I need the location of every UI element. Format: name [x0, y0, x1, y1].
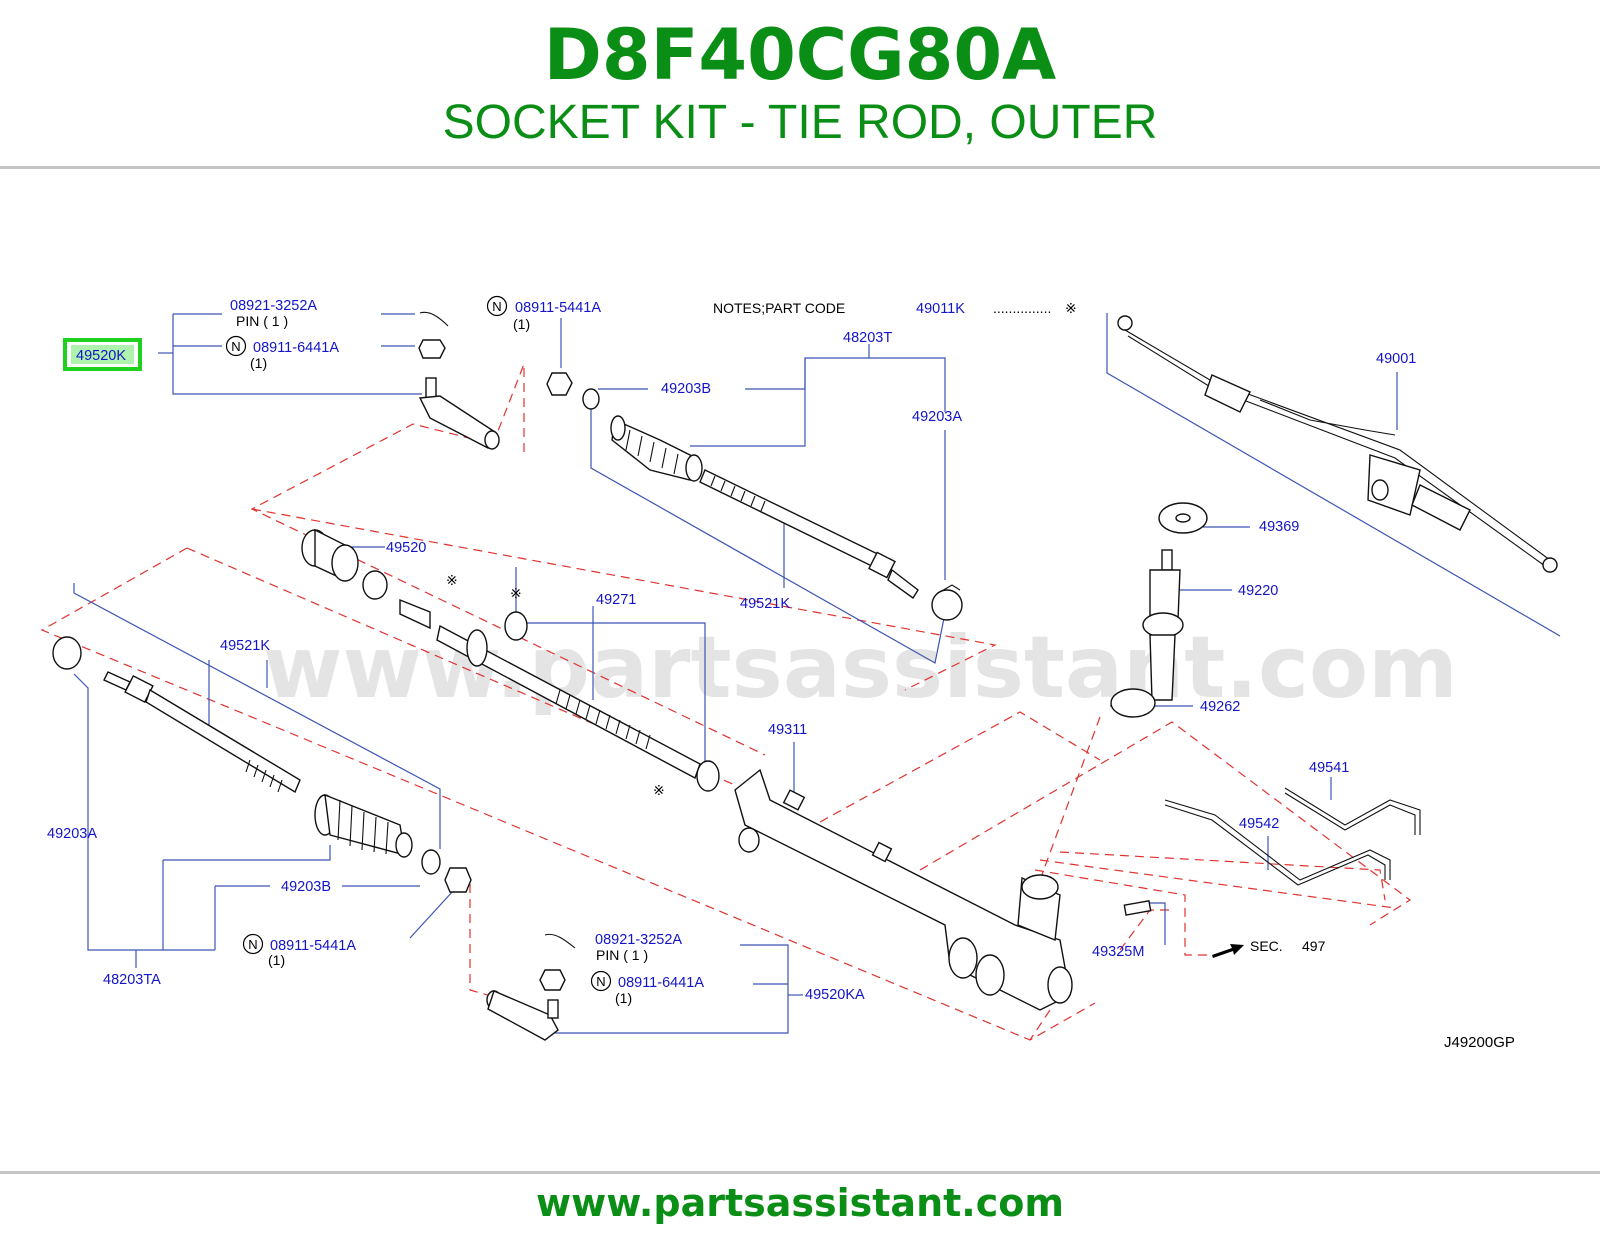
sec-arrow-icon [1212, 944, 1244, 958]
part-title: SOCKET KIT - TIE ROD, OUTER [442, 96, 1158, 149]
label-49520[interactable]: 49520 [386, 540, 426, 556]
label-49521K-top[interactable]: 49521K [740, 596, 790, 612]
label-49203A-left[interactable]: 49203A [47, 826, 97, 842]
notes-text: NOTES;PART CODE [713, 300, 845, 316]
label-48203TA[interactable]: 48203TA [103, 972, 161, 988]
nut-6441-bottom [539, 969, 566, 991]
label-49203B-bottom[interactable]: 49203B [281, 879, 331, 895]
highlight-box [63, 338, 142, 371]
label-qty-5441-top: (1) [513, 316, 530, 332]
notes-code[interactable]: 49011K [916, 301, 965, 317]
label-49203A-top[interactable]: 49203A [912, 409, 962, 425]
label-49520KA[interactable]: 49520KA [805, 987, 865, 1003]
n-circle-icon [225, 335, 247, 357]
label-49541[interactable]: 49541 [1309, 760, 1349, 776]
n-symbol-text: N [596, 974, 605, 989]
label-49520K[interactable]: 49520K [76, 348, 126, 364]
n-circle-icon [242, 933, 264, 955]
label-49203B-top[interactable]: 49203B [661, 381, 711, 397]
oring-49262 [1110, 688, 1156, 718]
label-08911-5441A-top[interactable]: 08911-5441A [515, 300, 601, 316]
label-49325M[interactable]: 49325M [1092, 944, 1144, 960]
watermark: www.partsassistant.com [263, 618, 1458, 718]
notes-mark: ※ [1065, 300, 1077, 316]
label-qty-6441-bottom: (1) [615, 990, 632, 1006]
clamp-49203A-top [931, 589, 963, 621]
pipe-49541 [1284, 787, 1421, 835]
n-circle-icon [486, 295, 508, 317]
n-symbols: N N N N [225, 295, 612, 992]
tie-rod-end-top [418, 377, 500, 450]
clip-49311 [782, 789, 806, 811]
nut-5441-bottom [444, 867, 472, 893]
nut-top [418, 339, 446, 359]
callout-labels: 08921-3252A PIN ( 1 ) 08911-6441A (1) 08… [47, 298, 1515, 1051]
nut-5441-top [546, 372, 573, 396]
rack-housing [734, 768, 1073, 1011]
footer-url[interactable]: www.partsassistant.com [536, 1181, 1064, 1225]
label-08911-6441A-bottom[interactable]: 08911-6441A [618, 975, 704, 991]
fitting-49325M [1123, 900, 1152, 916]
part-drawings [52, 311, 1558, 1041]
boot-48203TA [314, 793, 413, 858]
label-49271[interactable]: 49271 [596, 592, 636, 608]
inner-tie-rod-top [699, 469, 919, 600]
label-49542[interactable]: 49542 [1239, 816, 1279, 832]
label-pin-top: PIN ( 1 ) [236, 313, 288, 329]
inner-tie-rod-left [103, 671, 301, 794]
cotter-pin-bottom [544, 933, 576, 949]
leader-lines [73, 313, 1561, 1034]
n-symbol-text: N [492, 299, 501, 314]
header-divider [0, 166, 1600, 169]
clamp-49203B-top [582, 388, 600, 410]
pipe-49542 [1164, 799, 1391, 881]
cotter-pin-top [419, 311, 449, 327]
label-08911-5441A-bottom[interactable]: 08911-5441A [270, 938, 356, 954]
n-symbol-text: N [231, 339, 240, 354]
label-49220[interactable]: 49220 [1238, 583, 1278, 599]
label-49001[interactable]: 49001 [1376, 351, 1416, 367]
steering-gear-49001 [1117, 315, 1558, 573]
rack-49271 [399, 598, 701, 780]
label-49311[interactable]: 49311 [768, 722, 807, 738]
label-49521K-left[interactable]: 49521K [220, 638, 270, 654]
pinion-49220 [1142, 549, 1184, 701]
label-pin-bottom: PIN ( 1 ) [596, 947, 648, 963]
mark-ring-left: ※ [446, 572, 458, 588]
label-08911-6441A-top[interactable]: 08911-6441A [253, 340, 339, 356]
label-48203T[interactable]: 48203T [843, 330, 892, 346]
label-qty-6441-top: (1) [250, 355, 267, 371]
part-number: D8F40CG80A [543, 14, 1057, 96]
label-08921-3252A-top[interactable]: 08921-3252A [230, 298, 317, 314]
boot-48203T [610, 415, 703, 482]
label-qty-5441-bottom: (1) [268, 952, 285, 968]
mark-ring-right: ※ [653, 782, 665, 798]
notes-dots: ............... [993, 300, 1051, 316]
highlight-fill [71, 345, 134, 364]
ring-mid [504, 611, 528, 641]
page-header: D8F40CG80A SOCKET KIT - TIE ROD, OUTER [0, 0, 1600, 168]
ring-left [362, 570, 388, 600]
label-sec: SEC. [1250, 938, 1283, 954]
diagram-code: J49200GP [1444, 1034, 1515, 1051]
ring-right [696, 760, 720, 792]
bushing-49520 [301, 528, 359, 582]
label-49262[interactable]: 49262 [1200, 699, 1240, 715]
clamp-49203A-left [52, 636, 82, 670]
mark-ring-mid: ※ [510, 585, 522, 601]
footer-divider [0, 1171, 1600, 1174]
clamp-49203B-bottom [421, 849, 441, 875]
n-symbol-text: N [248, 937, 257, 952]
label-49369[interactable]: 49369 [1259, 519, 1299, 535]
label-sec-no[interactable]: 497 [1302, 938, 1326, 954]
n-circle-icon [590, 970, 612, 992]
tie-rod-end-bottom [486, 990, 559, 1041]
label-08921-3252A-bottom[interactable]: 08921-3252A [595, 932, 682, 948]
